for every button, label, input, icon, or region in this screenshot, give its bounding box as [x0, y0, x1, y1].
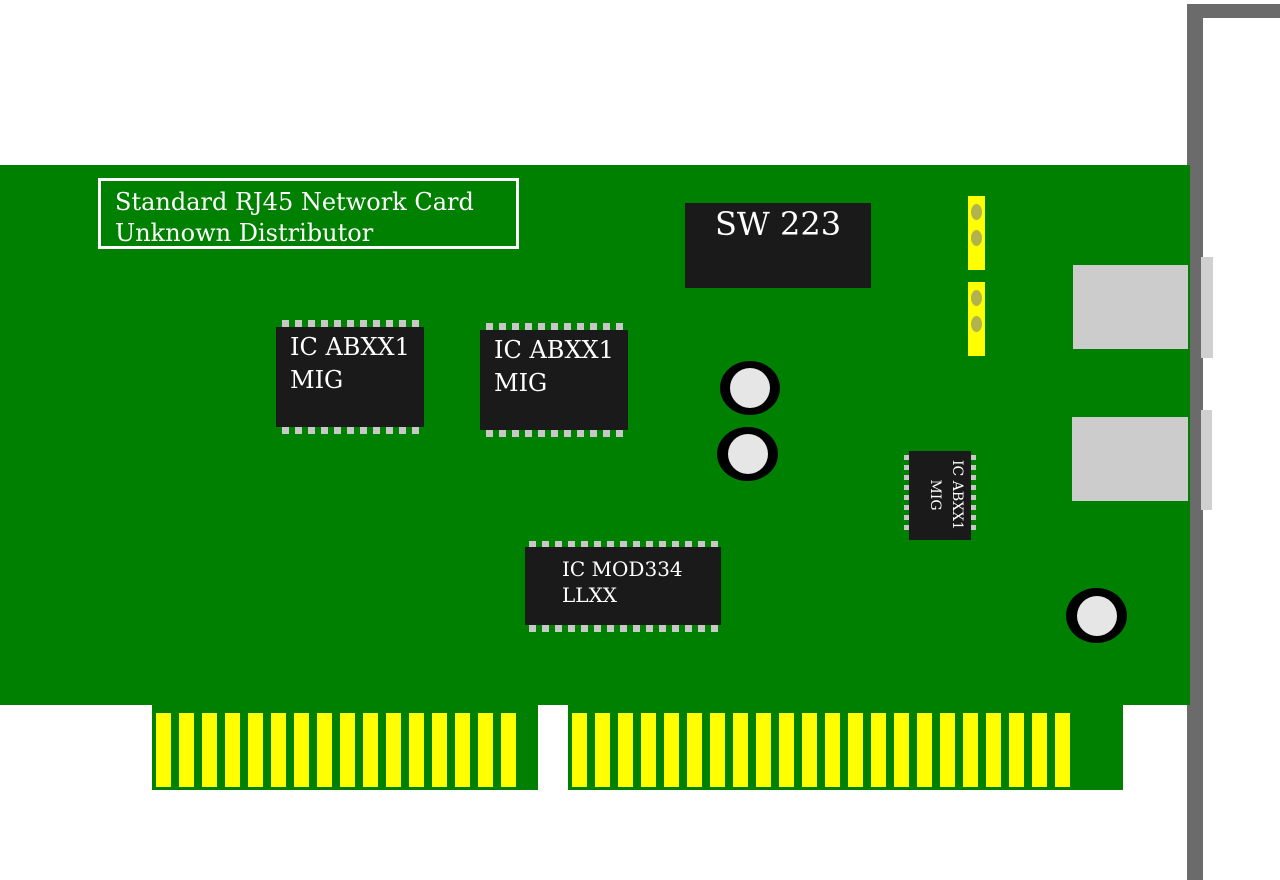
bracket-top-flange: [1187, 4, 1280, 18]
jumper-2: [968, 282, 985, 356]
ic-chip-4-line2: MIG: [927, 479, 943, 511]
ic-chip-1-pins-bottom: [282, 427, 419, 434]
rj45-port-2: [1072, 417, 1188, 501]
ic-chip-1-pins-top: [282, 320, 419, 327]
jumper-1: [968, 196, 985, 270]
ic-chip-3-line1: IC MOD334: [562, 557, 683, 581]
ic-chip-3-pins-top: [529, 541, 718, 548]
board-label-line1: Standard RJ45 Network Card: [115, 188, 474, 216]
ic-chip-4-line1: IC ABXX1: [949, 460, 965, 530]
ic-chip-2-line2: MIG: [494, 369, 548, 397]
ic-chip-2-line1: IC ABXX1: [494, 336, 614, 364]
capacitor-2: [717, 427, 778, 481]
board-label-line2: Unknown Distributor: [115, 219, 374, 247]
ic-chip-1-line2: MIG: [290, 366, 344, 394]
ic-chip-3-pins-bottom: [529, 625, 718, 632]
rj45-port-1: [1073, 265, 1188, 349]
sw-chip-label: SW 223: [715, 205, 842, 243]
rj45-port-1-opening: [1201, 257, 1213, 358]
ic-chip-4: IC ABXX1 MIG: [909, 451, 971, 540]
capacitor-1: [720, 361, 780, 415]
ic-chip-3-line2: LLXX: [562, 583, 618, 607]
ic-chip-2-pins-bottom: [486, 430, 623, 437]
ic-chip-4-pins-left: [904, 455, 909, 530]
capacitor-3: [1066, 588, 1127, 643]
ic-chip-2: IC ABXX1 MIG: [480, 330, 628, 430]
ic-chip-3: IC MOD334 LLXX: [525, 547, 721, 625]
board-label: Standard RJ45 Network Card Unknown Distr…: [98, 178, 519, 249]
ic-chip-1: IC ABXX1 MIG: [276, 327, 424, 427]
rj45-port-2-opening: [1201, 410, 1212, 510]
edge-connector-right: [568, 705, 1123, 790]
ic-chip-2-pins-top: [486, 323, 623, 330]
ic-chip-1-line1: IC ABXX1: [290, 333, 410, 361]
edge-connector-left: [152, 705, 538, 790]
ic-chip-4-pins-right: [971, 455, 976, 530]
mounting-bracket: [1187, 4, 1203, 880]
sw-chip: SW 223: [685, 203, 871, 288]
